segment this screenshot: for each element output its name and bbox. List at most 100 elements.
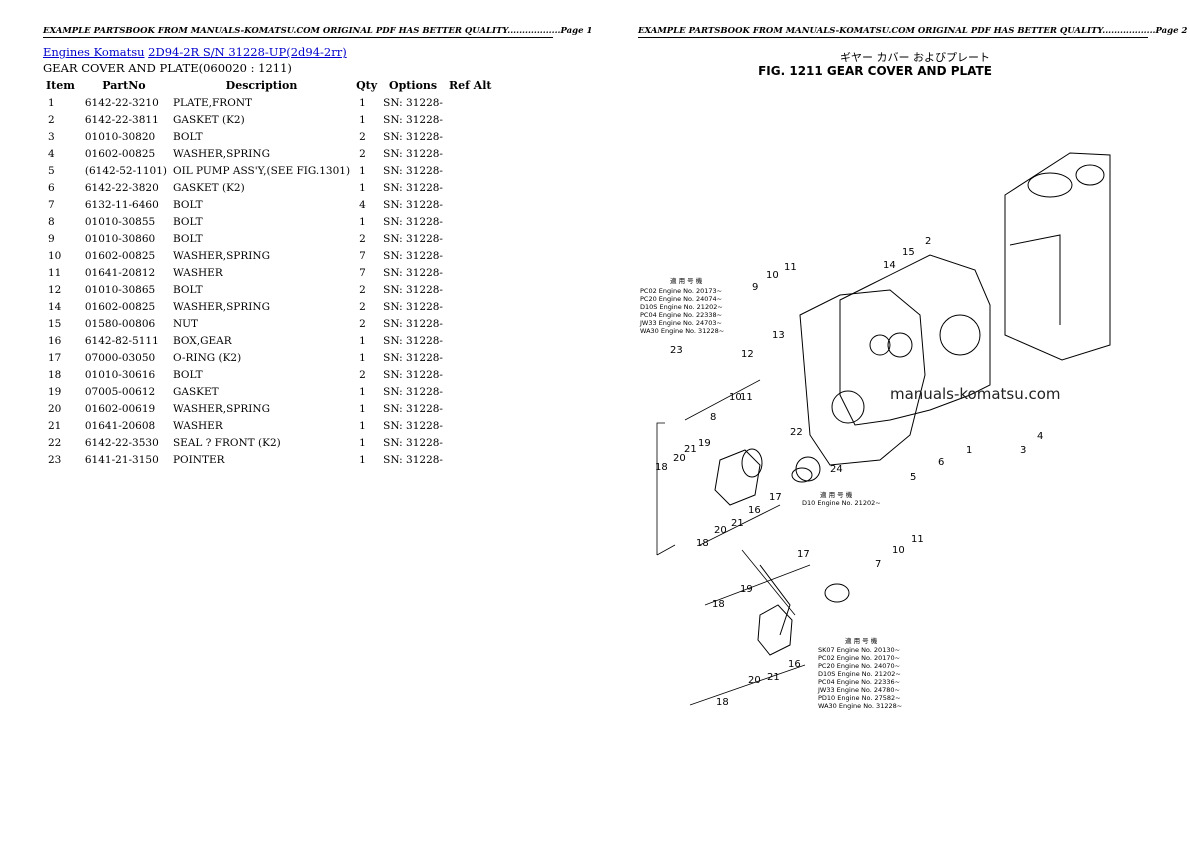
part-number: 01010-30860	[84, 232, 156, 245]
item-number: 12	[48, 283, 62, 296]
part-qty: 2	[359, 130, 366, 143]
item-number: 9	[48, 232, 55, 245]
part-refalt	[446, 111, 495, 128]
item-number: 22	[48, 436, 62, 449]
item-number: 3	[48, 130, 55, 143]
part-qty: 1	[359, 419, 366, 432]
callout-17b: 17	[797, 549, 810, 560]
breadcrumb-link-engines[interactable]: Engines Komatsu	[43, 45, 145, 59]
part-number: 6142-22-3811	[84, 113, 159, 126]
callout-18: 18	[655, 462, 668, 473]
diagram-title: FIG. 1211 GEAR COVER AND PLATE	[758, 64, 992, 78]
part-options: SN: 31228-	[383, 436, 443, 449]
item-number: 7	[48, 198, 55, 211]
item-number: 19	[48, 385, 62, 398]
part-qty: 7	[359, 249, 366, 262]
note-bottom-line: PC20 Engine No. 24070~	[818, 662, 900, 670]
part-description: GASKET (K2)	[172, 181, 245, 194]
part-options: SN: 31228-	[383, 266, 443, 279]
breadcrumb-link-model[interactable]: 2D94-2R S/N 31228-UP(2d94-2rr)	[148, 45, 347, 59]
part-description: WASHER,SPRING	[172, 402, 270, 415]
callout-12: 12	[741, 349, 754, 360]
section-subtitle: GEAR COVER AND PLATE(060020 : 1211)	[43, 61, 292, 75]
parts-table: Item PartNo Description Qty Options Ref …	[43, 77, 494, 468]
part-options: SN: 31228-	[383, 283, 443, 296]
callout-1: 1	[966, 445, 972, 456]
part-number: 01602-00619	[84, 402, 156, 415]
part-number: 6142-22-3530	[84, 436, 159, 449]
item-number: 4	[48, 147, 55, 160]
part-number: 01580-00806	[84, 317, 156, 330]
part-number: 6142-82-5111	[84, 334, 159, 347]
note-left-line: WA30 Engine No. 31228~	[640, 327, 724, 335]
table-header-row: Item PartNo Description Qty Options Ref …	[43, 77, 494, 94]
note-bottom-line: PC04 Engine No. 22336~	[818, 678, 900, 686]
item-number: 2	[48, 113, 55, 126]
item-number: 17	[48, 351, 62, 364]
engine-block-drawing	[1004, 152, 1111, 361]
col-header-partno: PartNo	[102, 79, 146, 92]
callout-18d: 18	[716, 697, 729, 708]
table-row: 5(6142-52-1101)OIL PUMP ASS'Y,(SEE FIG.1…	[43, 162, 494, 179]
part-refalt	[446, 264, 495, 281]
part-refalt	[446, 332, 495, 349]
part-options: SN: 31228-	[383, 453, 443, 466]
note-bottom-line: JW33 Engine No. 24780~	[817, 686, 900, 694]
part-number: 01010-30616	[84, 368, 156, 381]
part-number: 6132-11-6460	[84, 198, 159, 211]
part-refalt	[446, 128, 495, 145]
part-number: 01010-30865	[84, 283, 156, 296]
item-number: 11	[48, 266, 62, 279]
callout-11b: 11	[911, 534, 924, 545]
callout-10c: 10	[729, 392, 742, 403]
part-description: WASHER	[172, 266, 223, 279]
part-refalt	[446, 434, 495, 451]
part-options: SN: 31228-	[383, 402, 443, 415]
callout-15: 15	[902, 247, 915, 258]
item-number: 15	[48, 317, 62, 330]
callout-2: 2	[925, 236, 931, 247]
callout-16: 16	[748, 505, 761, 516]
part-description: GASKET	[172, 385, 219, 398]
part-options: SN: 31228-	[383, 96, 443, 109]
front-plate-drawing	[839, 254, 991, 426]
part-description: SEAL ? FRONT (K2)	[172, 436, 281, 449]
item-number: 16	[48, 334, 62, 347]
item-number: 21	[48, 419, 62, 432]
part-description: WASHER	[172, 419, 223, 432]
part-description: BOLT	[172, 368, 203, 381]
item-number: 14	[48, 300, 62, 313]
part-number: 6141-21-3150	[84, 453, 159, 466]
part-number: 6142-22-3820	[84, 181, 159, 194]
part-options: SN: 31228-	[383, 215, 443, 228]
part-refalt	[446, 94, 495, 111]
part-refalt	[446, 281, 495, 298]
callout-9: 9	[752, 282, 758, 293]
callout-4: 4	[1037, 431, 1043, 442]
part-qty: 1	[359, 453, 366, 466]
part-number: 01641-20812	[84, 266, 156, 279]
part-description: PLATE,FRONT	[172, 96, 253, 109]
part-description: GASKET (K2)	[172, 113, 245, 126]
note-left-line: JW33 Engine No. 24703~	[639, 319, 722, 327]
part-refalt	[446, 196, 495, 213]
callout-11a: 11	[784, 262, 797, 273]
callout-23: 23	[670, 345, 683, 356]
watermark: manuals-komatsu.com	[890, 385, 1061, 403]
part-options: SN: 31228-	[383, 334, 443, 347]
callout-8: 8	[710, 412, 716, 423]
part-number: 01602-00825	[84, 300, 156, 313]
callout-10b: 10	[892, 545, 905, 556]
part-qty: 2	[359, 317, 366, 330]
part-description: NUT	[172, 317, 199, 330]
item-number: 23	[48, 453, 62, 466]
item-number: 1	[48, 96, 55, 109]
